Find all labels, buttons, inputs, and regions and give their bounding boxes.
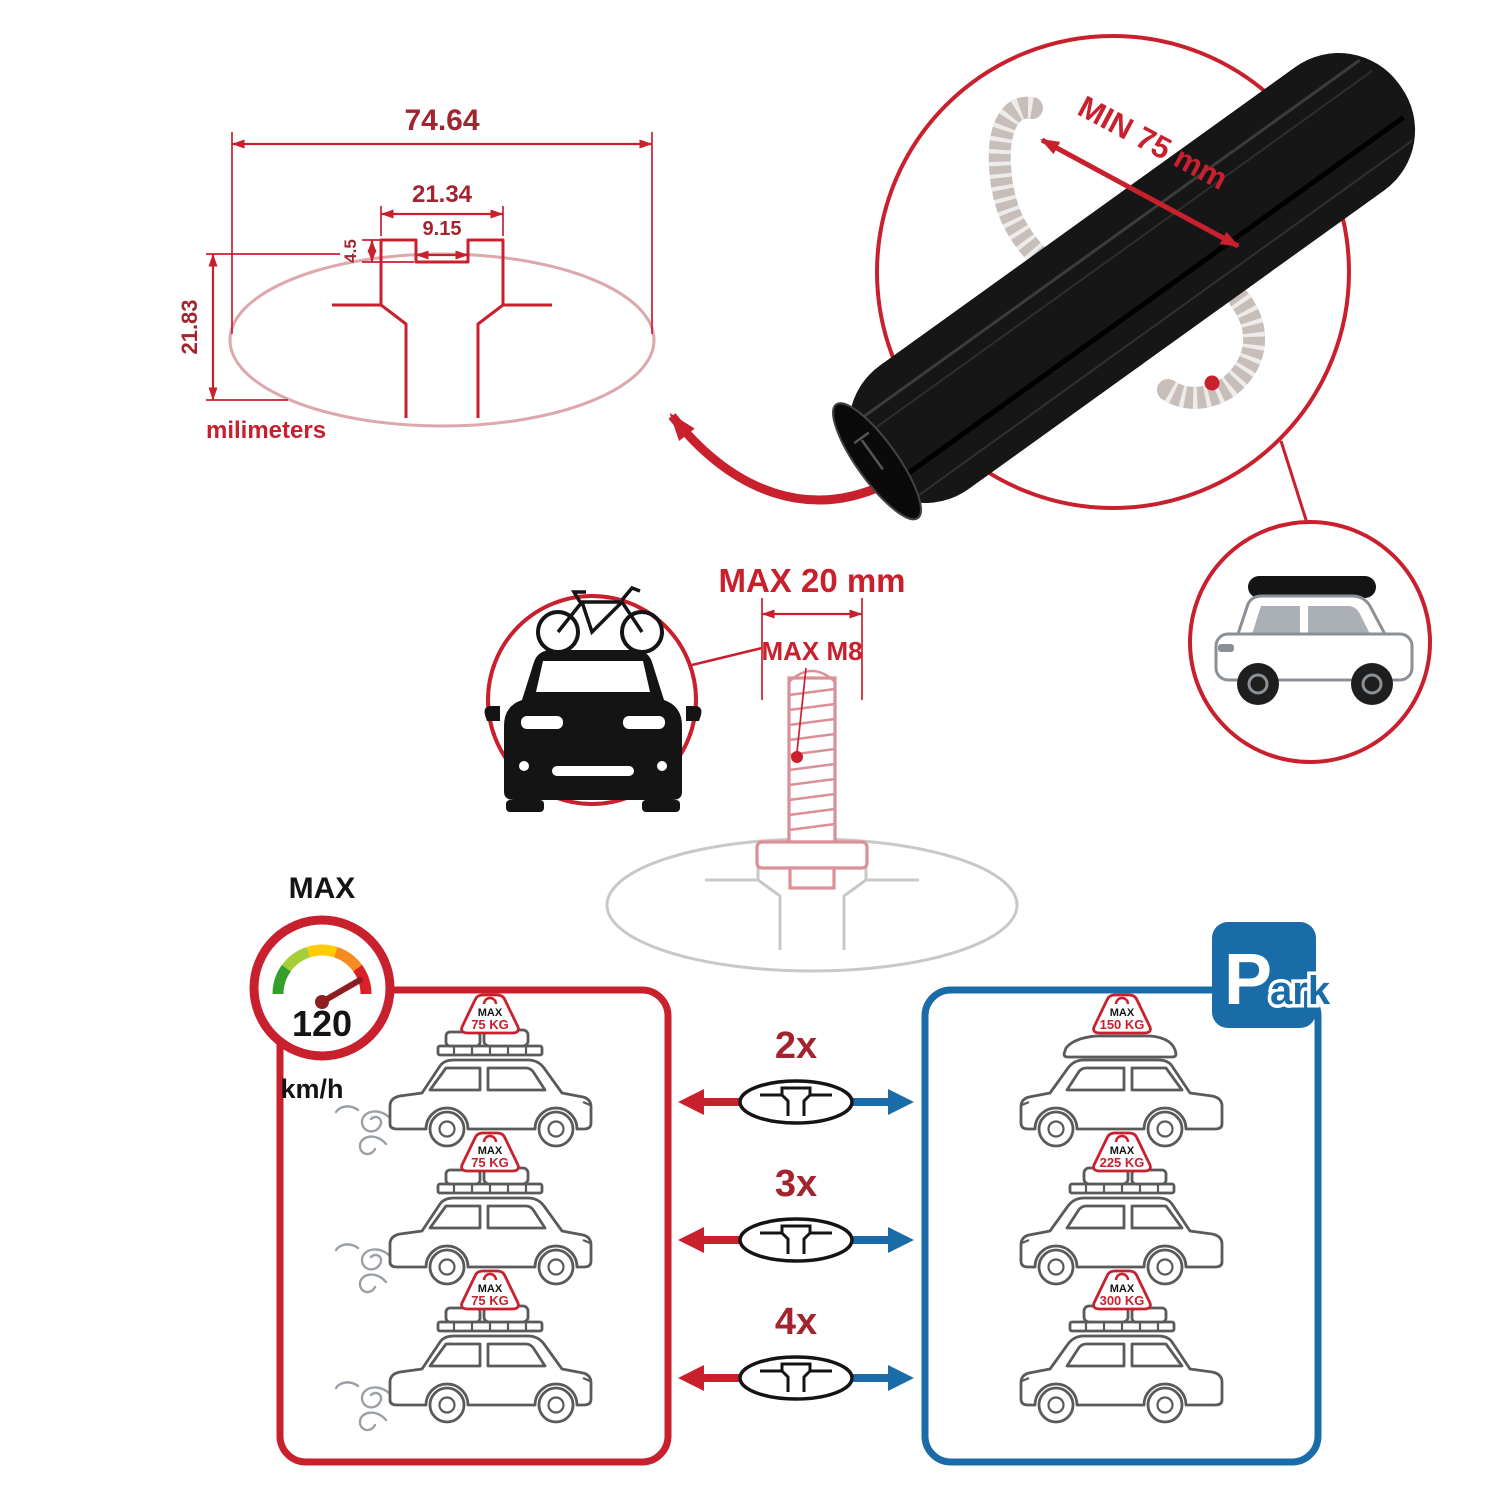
park-sign: P ark [1212, 922, 1334, 1028]
suv-window [1252, 606, 1300, 634]
mirror [484, 706, 500, 721]
tag-title: MAX [1110, 1007, 1135, 1019]
dim-total-width: 74.64 [404, 104, 479, 137]
crossbar-profile-icon [738, 1079, 854, 1125]
driving-car-row-2: MAX 75 KG [334, 1131, 593, 1294]
parked-car-row-1: MAX 150 KG [1019, 993, 1224, 1148]
gauge-segment-red [353, 964, 372, 995]
gauge-segment-orange [333, 946, 363, 972]
fixing-strap-right [1157, 289, 1266, 409]
speed-limit-gauge: MAX 120 km/h [249, 872, 395, 1104]
pointer-arrow-to-drawing [668, 412, 888, 505]
multiplier-label: 4x [775, 1301, 817, 1343]
leader-dot [791, 751, 803, 763]
suv-headlight [1218, 644, 1234, 652]
suv-wheel [1351, 663, 1393, 705]
windshield [536, 661, 650, 692]
gauge-segment-lime [281, 946, 311, 972]
speed-unit: km/h [280, 1074, 343, 1104]
crossbar-profile-icon [738, 1217, 854, 1263]
headlight [521, 716, 563, 729]
tag-value: 75 KG [471, 1017, 509, 1032]
t-slot-profile [332, 238, 552, 307]
driving-car-row-3: MAX 75 KG [334, 1269, 593, 1432]
min-span-arrow [1040, 137, 1240, 249]
strap-point-dot [1204, 375, 1220, 391]
crossbar-cross-section-drawing: 74.64 21.34 9.15 4.5 21.83 milimeters [177, 104, 656, 444]
bumper-slot [552, 766, 634, 776]
bolt-diagram: MAX 20 mm MAX M8 [605, 562, 1019, 973]
car-front-icon [484, 650, 702, 812]
red-arrowhead [678, 1089, 704, 1115]
bar-oval-outline [228, 252, 656, 428]
load-tag: MAX 75 KG [460, 1269, 520, 1311]
park-sign-suffix: ark [1270, 969, 1331, 1013]
aero-crossbar-render [832, 52, 1416, 521]
tag-title: MAX [1110, 1145, 1135, 1157]
load-tag: MAX 75 KG [460, 993, 520, 1035]
suv-window [1308, 606, 1370, 634]
multiplier-label: 2x [775, 1025, 817, 1067]
multiplier-row-2: 3x [678, 1163, 914, 1263]
multiplier-label: 3x [775, 1163, 817, 1205]
mirror [686, 706, 702, 721]
wheel [642, 800, 680, 812]
gauge-pivot [315, 995, 329, 1009]
bolt-max-width-label: MAX 20 mm [718, 562, 905, 599]
tag-title: MAX [478, 1283, 503, 1295]
red-arrowhead [678, 1227, 704, 1253]
headlight [623, 716, 665, 729]
blue-arrowhead [888, 1365, 914, 1391]
car-bike-callout [484, 585, 763, 812]
tag-value: 225 KG [1100, 1155, 1145, 1170]
wheel [506, 800, 544, 812]
speed-title: MAX [289, 872, 356, 905]
t-slot-stem-right [476, 303, 504, 418]
dim-slot-width: 9.15 [423, 218, 462, 240]
parked-car-row-3: MAX 300 KG [1019, 1269, 1224, 1424]
dim-channel-width: 21.34 [412, 181, 473, 208]
t-slot-stem-left [380, 303, 408, 418]
dim-total-height: 21.83 [177, 299, 202, 354]
load-tag: MAX 300 KG [1092, 1269, 1152, 1311]
park-sign-letter: P [1224, 940, 1272, 1020]
driving-car-row-1: MAX 75 KG [334, 993, 593, 1156]
load-tag: MAX 225 KG [1092, 1131, 1152, 1173]
gauge-segment-yellow [306, 944, 338, 958]
callout-connector-line [691, 646, 763, 667]
tag-title: MAX [478, 1145, 503, 1157]
blue-arrowhead [888, 1227, 914, 1253]
load-tag: MAX 150 KG [1092, 993, 1152, 1035]
bar-render-callout: MIN 75 mm [832, 34, 1416, 524]
gauge-segment-green [272, 964, 291, 995]
roof-box-icon [1062, 1034, 1178, 1059]
gauge-circle [249, 915, 395, 1061]
tag-value: 75 KG [471, 1155, 509, 1170]
units-label: milimeters [206, 417, 326, 444]
red-arrowhead [678, 1365, 704, 1391]
leader-line [796, 667, 807, 753]
dim-lip-depth: 4.5 [341, 239, 360, 263]
gauge-needle [319, 977, 363, 1005]
tag-title: MAX [478, 1007, 503, 1019]
tag-value: 75 KG [471, 1293, 509, 1308]
suv-roofbox-callout [1188, 520, 1432, 764]
tag-value: 300 KG [1100, 1293, 1145, 1308]
multiplier-row-3: 4x [678, 1301, 914, 1401]
fixing-strap-left [988, 96, 1051, 269]
callout-connector-line [1279, 440, 1309, 524]
multiplier-row-1: 2x [678, 1025, 914, 1125]
blue-arrowhead [888, 1089, 914, 1115]
speed-value: 120 [292, 1003, 352, 1044]
roof-box-icon [1248, 576, 1376, 598]
tag-value: 150 KG [1100, 1017, 1145, 1032]
tag-title: MAX [1110, 1283, 1135, 1295]
parked-car-row-2: MAX 225 KG [1019, 1131, 1224, 1286]
load-tag: MAX 75 KG [460, 1131, 520, 1173]
suv-wheel [1237, 663, 1279, 705]
bolt-max-thread-label: MAX M8 [761, 636, 862, 666]
t-bolt [755, 669, 869, 890]
crossbar-profile-icon [738, 1355, 854, 1401]
